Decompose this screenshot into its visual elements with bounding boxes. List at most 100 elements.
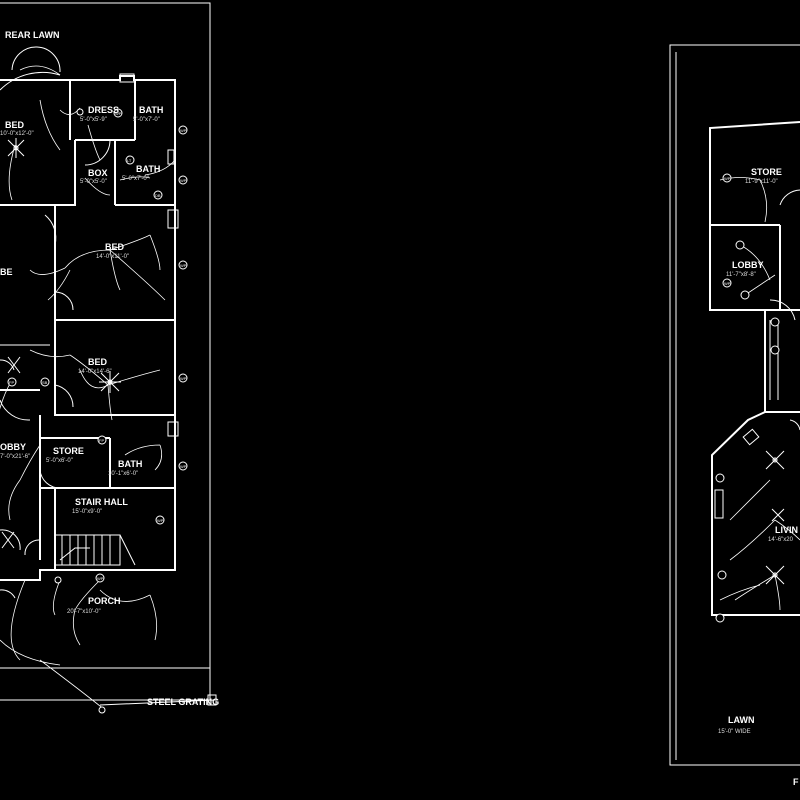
- wall-point-icon: [717, 570, 727, 580]
- svg-text:FP: FP: [9, 380, 14, 385]
- wall-point-icon: LT: [125, 155, 135, 165]
- bath-low-label: BATH: [118, 459, 142, 469]
- door-arc-9: [0, 529, 21, 551]
- bed-mid-label: BED: [105, 242, 125, 252]
- door-arc-11: [0, 359, 15, 371]
- right-living-dim: 14'-6"x20: [768, 537, 794, 543]
- dress-label: DRESS: [88, 105, 119, 115]
- svg-text:WP: WP: [724, 176, 731, 181]
- bath-top-label: BATH: [139, 105, 163, 115]
- stair-treads: [61, 534, 136, 566]
- left-plan: WP WP WP WP WP WP WP WP FP FP DB LT SB R…: [0, 2, 219, 714]
- bath-top-dim: 5'-0"x7'-0": [133, 117, 160, 123]
- porch-label: PORCH: [88, 596, 121, 606]
- steel-grating-label: STEEL GRATING: [147, 697, 219, 707]
- fan-icon: [7, 138, 25, 158]
- dress-dim: 5'-0"x5'-9": [80, 117, 107, 123]
- fan-icon: [1, 531, 15, 549]
- wall-point-icon: WP: [178, 260, 188, 270]
- right-interior-walls: [710, 224, 800, 413]
- right-living-label: LIVIN: [775, 525, 798, 535]
- wall-point-icon: [735, 240, 745, 250]
- box-label: BOX: [88, 168, 108, 178]
- svg-text:WP: WP: [180, 178, 187, 183]
- wall-point-icon: WP: [722, 173, 732, 183]
- door-arc-7: [39, 469, 61, 489]
- svg-text:WP: WP: [157, 518, 164, 523]
- wall-point-icon: [740, 290, 750, 300]
- bath-mid-dim: 5'-0"x7'-0": [122, 176, 149, 182]
- right-bay-window: [742, 428, 760, 446]
- door-arc-8: [0, 399, 31, 421]
- right-door-arc-2: [769, 299, 796, 321]
- door-arc-10: [24, 539, 41, 556]
- wall-point-icon: [770, 345, 780, 355]
- porch-edge: [99, 699, 216, 706]
- bed-low-dim: 14'-0"x14'-6": [78, 369, 112, 375]
- bath-low-dim: 10'-1"x6'-0": [108, 471, 138, 477]
- wall-point-icon: WP: [178, 461, 188, 471]
- wall-point-icon: [715, 473, 725, 483]
- left-window-1: [167, 209, 179, 229]
- svg-text:WP: WP: [97, 576, 104, 581]
- wall-point-icon: [770, 317, 780, 327]
- door-arc-4: [54, 291, 74, 311]
- bath-mid-label: BATH: [136, 164, 160, 174]
- fan-icon: [765, 450, 785, 470]
- left-wiring: [0, 65, 176, 711]
- lawn-label: LAWN: [728, 715, 755, 725]
- fan-icon: [771, 508, 785, 522]
- wall-point-icon: SB: [40, 377, 50, 387]
- store-label: STORE: [53, 446, 84, 456]
- wall-point-icon: WP: [155, 515, 165, 525]
- wall-point-icon: WP: [722, 278, 732, 288]
- wall-point-icon: FP: [7, 377, 17, 387]
- door-arc-2: [11, 46, 61, 73]
- right-lobby-dim: 11'-7"x8'-8": [726, 272, 756, 278]
- right-corridor-lines: [769, 320, 779, 400]
- fan-icon: [765, 565, 785, 585]
- wall-point-icon: WP: [113, 108, 123, 118]
- svg-text:WP: WP: [180, 128, 187, 133]
- bed-top-dim: 10'-0"x12'-0": [0, 131, 34, 137]
- svg-text:LT: LT: [127, 158, 132, 163]
- svg-text:WP: WP: [180, 464, 187, 469]
- wall-point-icon: WP: [178, 373, 188, 383]
- wall-point-icon: WP: [95, 573, 105, 583]
- wall-point-icon: [98, 706, 106, 714]
- bed-mid-dim: 14'-0"x11'-0": [96, 254, 129, 260]
- wall-point-icon: DB: [153, 190, 163, 200]
- right-site-boundary: [669, 44, 800, 766]
- fan-icon: [7, 356, 21, 374]
- lobby-label: OBBY: [0, 442, 26, 452]
- wall-point-icon: [76, 108, 84, 116]
- svg-text:SB: SB: [42, 380, 48, 385]
- right-plan: WP WP STORE 11'-9"x11'-0" LOBBY 11'-7"x8…: [669, 44, 800, 787]
- wall-point-icon: [715, 613, 725, 623]
- right-door-arc-1: [779, 189, 800, 206]
- stair-arrow: [59, 547, 90, 561]
- left-interior-walls: [0, 80, 175, 570]
- bed-low-label: BED: [88, 357, 108, 367]
- svg-text:FP: FP: [99, 438, 104, 443]
- right-store-label: STORE: [751, 167, 782, 177]
- svg-text:WP: WP: [180, 376, 187, 381]
- door-arc-3: [44, 214, 57, 246]
- staircase: [54, 534, 121, 566]
- wall-point-icon: [54, 576, 62, 584]
- right-window: [714, 489, 724, 519]
- edge-letter: F: [793, 777, 799, 787]
- robe-label: BE: [0, 267, 13, 277]
- wall-point-icon: WP: [178, 175, 188, 185]
- stair-hall-dim: 15'-0"x9'-0": [72, 509, 102, 515]
- wall-point-icon: FP: [97, 435, 107, 445]
- door-arc-12: [0, 589, 16, 599]
- door-arc-5: [54, 384, 74, 408]
- right-store-dim: 11'-9"x11'-0": [745, 179, 778, 185]
- svg-text:WP: WP: [180, 263, 187, 268]
- porch-dim: 20'-7"x10'-0": [67, 609, 101, 615]
- svg-text:WP: WP: [724, 281, 731, 286]
- stair-hall-label: STAIR HALL: [75, 497, 128, 507]
- right-lobby-label: LOBBY: [732, 260, 764, 270]
